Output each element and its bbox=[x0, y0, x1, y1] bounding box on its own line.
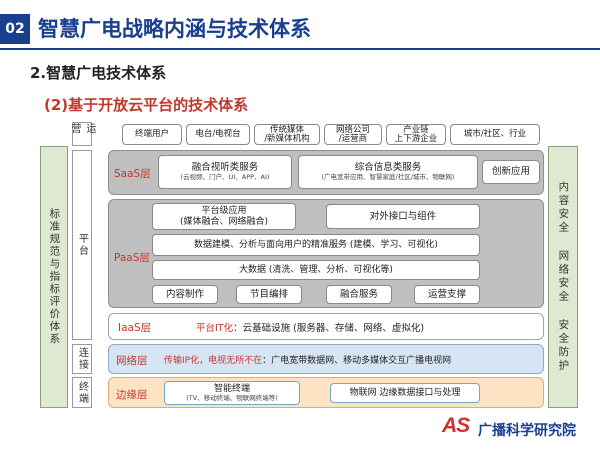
diagram-title: (2)基于开放云平台的技术体系 bbox=[44, 96, 249, 114]
network-label: 网络层 bbox=[116, 355, 148, 367]
saas-info-services: 综合信息类服务 (广电宽带应用、智慧家庭/社区/城市、物联网) bbox=[298, 155, 478, 189]
paas-label: PaaS层 bbox=[114, 252, 150, 264]
ops-city-industry: 城市/社区、行业 bbox=[450, 124, 540, 145]
saas-av-title: 融合视听类服务 bbox=[191, 162, 259, 174]
edge-label: 边缘层 bbox=[116, 389, 148, 401]
edge-smart-terminal: 智能终端 (TV、移动终端、物联网终端等) bbox=[164, 381, 300, 405]
institute-name: 广播科学研究院 bbox=[478, 423, 576, 439]
paas-scheduling: 节目编排 bbox=[236, 285, 302, 304]
ops-operator: 网络公司 /运营商 bbox=[324, 124, 382, 145]
saas-info-sub: (广电宽带应用、智慧家庭/社区/城市、物联网) bbox=[321, 172, 455, 181]
security-panel: 内容安全 网络安全 安全防护 bbox=[548, 146, 578, 408]
iaas-label: IaaS层 bbox=[118, 322, 152, 334]
saas-info-title: 综合信息类服务 bbox=[354, 162, 422, 174]
paas-fusion-service: 融合服务 bbox=[326, 285, 392, 304]
paas-big-data: 大数据 (清洗、管理、分析、可视化等) bbox=[152, 260, 480, 280]
paas-data-modeling: 数据建模、分析与面向用户的精准服务 (建模、学习、可视化) bbox=[152, 234, 480, 256]
page-title: 智慧广电战略内涵与技术体系 bbox=[38, 17, 311, 41]
network-highlight: 传输IP化，电视无所不在 bbox=[164, 356, 263, 366]
edge-terminal-sub: (TV、移动终端、物联网终端等) bbox=[186, 393, 278, 402]
edge-iot-interface: 物联网 边缘数据接口与处理 bbox=[330, 383, 480, 403]
saas-innovation: 创新应用 bbox=[482, 160, 540, 184]
network-layer bbox=[108, 344, 544, 374]
institute-logo-icon: AS bbox=[442, 414, 470, 437]
iaas-text: ：云基础设施 (服务器、存储、网络、虚拟化) bbox=[233, 323, 425, 334]
paas-ops-support: 运营支撑 bbox=[414, 285, 480, 304]
ops-end-user: 终端用户 bbox=[122, 124, 182, 145]
paas-external-api: 对外接口与组件 bbox=[326, 204, 480, 229]
standards-panel: 标准规范与指标评价体系 bbox=[40, 146, 68, 408]
iaas-description: 平台IT化：云基础设施 (服务器、存储、网络、虚拟化) bbox=[196, 320, 424, 334]
saas-av-sub: (云视频、门户、UI、APP、AI) bbox=[180, 172, 270, 181]
ops-industry-chain: 产业链 上下游企业 bbox=[386, 124, 446, 145]
paas-content-production: 内容制作 bbox=[152, 285, 218, 304]
saas-label: SaaS层 bbox=[114, 168, 151, 180]
iaas-highlight: 平台IT化 bbox=[196, 323, 234, 334]
subtitle: 2.智慧广电技术体系 bbox=[30, 64, 167, 82]
ops-broadcaster: 电台/电视台 bbox=[186, 124, 250, 145]
saas-av-services: 融合视听类服务 (云视频、门户、UI、APP、AI) bbox=[158, 155, 292, 189]
network-text: ：广电宽带数据网、移动多媒体交互广播电视网 bbox=[262, 356, 452, 366]
row-label-platform: 平台 bbox=[72, 150, 92, 340]
section-number: 02 bbox=[0, 14, 30, 44]
iaas-layer bbox=[108, 313, 544, 340]
row-label-terminal: 终端 bbox=[72, 377, 92, 408]
paas-platform-app: 平台级应用 (媒体融合、网络融合) bbox=[152, 203, 296, 230]
ops-media-org: 传统媒体 /新媒体机构 bbox=[254, 124, 320, 145]
edge-terminal-title: 智能终端 bbox=[213, 383, 250, 394]
title-divider bbox=[0, 48, 600, 50]
row-label-ops: 运营 bbox=[69, 122, 95, 146]
network-description: 传输IP化，电视无所不在：广电宽带数据网、移动多媒体交互广播电视网 bbox=[164, 353, 451, 366]
row-label-connect: 连接 bbox=[72, 344, 92, 374]
